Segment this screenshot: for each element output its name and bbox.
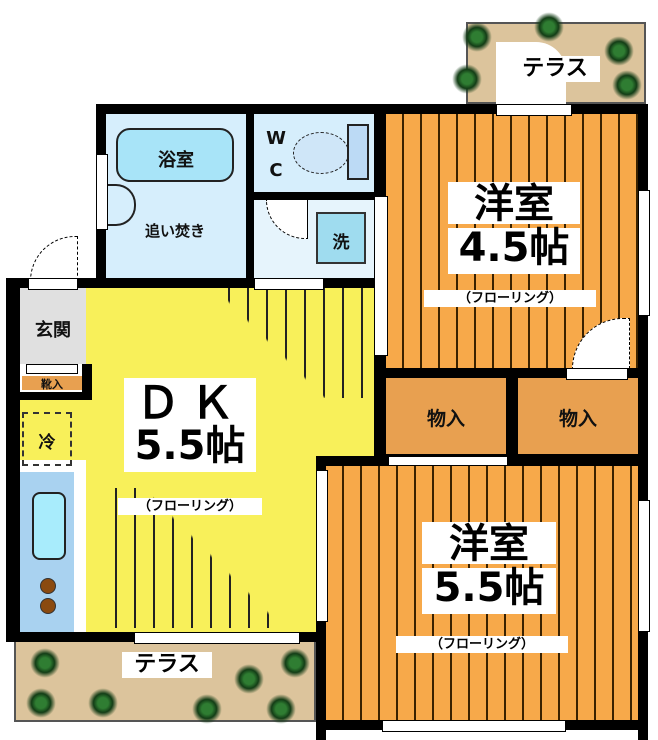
plant-icon [30,648,60,678]
bathtub [116,128,234,182]
plant-icon [462,22,492,52]
washer-label: 洗 [332,233,350,253]
wall [254,192,374,200]
storage-2 [518,378,638,454]
window [374,196,388,356]
wall [6,632,134,642]
western-room-1-flooring: （フローリング） [424,290,596,307]
window [96,154,108,230]
window [638,190,650,316]
plant-icon [192,694,222,724]
wall [96,104,648,114]
bathroom-label: 浴室 [158,150,194,171]
shoe-storage [22,376,82,390]
window [638,500,650,632]
window [26,364,78,374]
window [382,720,566,732]
plant-icon [88,688,118,718]
plant-icon [612,70,642,100]
fridge-label: 冷 [38,433,56,453]
wall [374,104,386,196]
window [316,470,328,622]
plant-icon [234,664,264,694]
window [134,632,300,644]
wall [374,354,386,466]
wall [96,228,106,288]
plant-icon [280,648,310,678]
toilet-bowl-icon [293,132,349,174]
window [388,456,508,466]
plant-icon [604,36,634,66]
storage-1 [386,378,506,454]
wall [20,392,92,400]
western-room-2-flooring: （フローリング） [396,636,568,653]
fridge-space [22,412,72,466]
kitchen-sink-icon [32,492,66,560]
western-room-1-size: 4.5帖 [448,228,580,274]
terrace-bottom-label: テラス [122,652,212,678]
western-room-2-title: 洋室 [422,522,556,564]
toilet-tank-icon [347,124,369,180]
wall [386,368,638,378]
dk-title: ＤＫ [124,378,256,426]
entrance-door-icon [30,236,78,281]
toilet-label-w: W [266,128,286,149]
stove-burner-icon [40,578,56,594]
stove-burner-icon [40,598,56,614]
western-room-2-size: 5.5帖 [422,568,556,614]
plant-icon [452,64,482,94]
storage-2-label: 物入 [558,408,597,430]
reheat-label: 追い焚き [144,222,205,240]
shoe-storage-label: 靴入 [41,378,63,391]
wall [246,104,254,278]
entrance-label: 玄関 [35,320,71,341]
window [566,368,628,380]
wall [82,364,92,400]
wall [6,278,376,288]
window [28,278,78,290]
plant-icon [26,688,56,718]
window [496,104,572,116]
dk-flooring: （フローリング） [118,498,262,515]
entrance [20,288,86,364]
dk-size: 5.5帖 [124,426,256,472]
plant-icon [534,12,564,42]
washer-icon [316,212,366,264]
dining-kitchen-side [20,400,90,460]
wall [96,104,106,154]
terrace-top-label: テラス [510,56,600,82]
wall [298,632,326,642]
window [254,278,324,290]
toilet-label-c: C [269,160,283,181]
western-room-1-title: 洋室 [448,182,580,224]
wall [6,278,20,640]
wall [638,104,648,740]
storage-1-label: 物入 [426,408,465,430]
wall [506,378,518,456]
plant-icon [266,694,296,724]
wall [316,456,386,466]
